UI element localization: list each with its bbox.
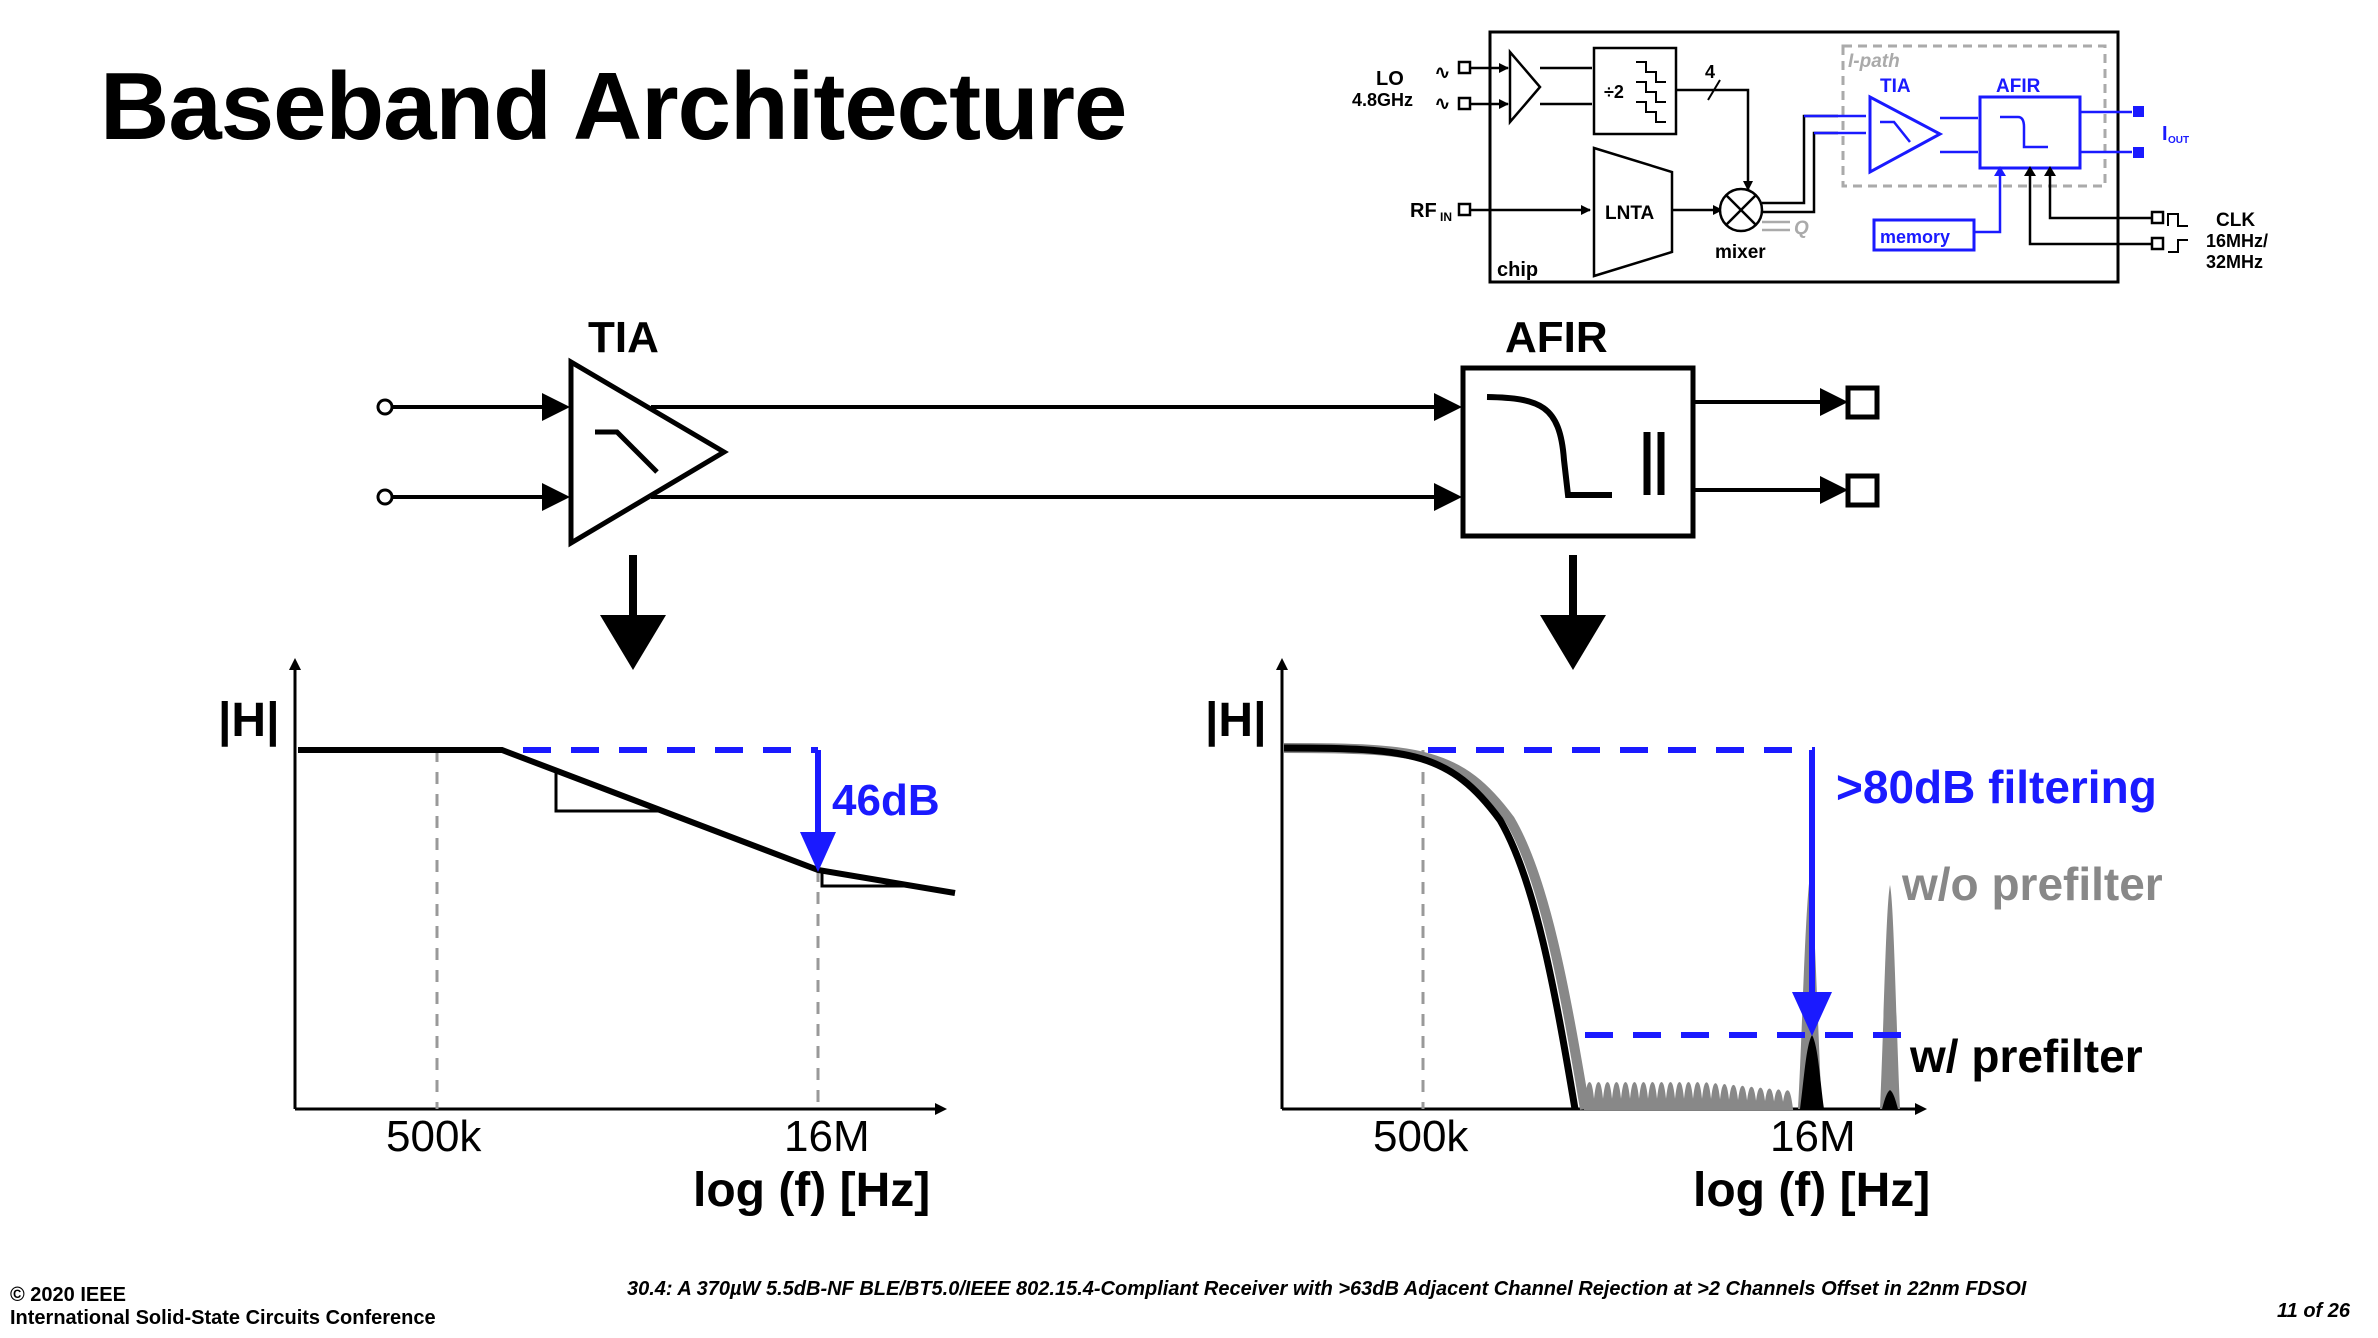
rf-pin [1457,202,1472,217]
rf-label: RF [1410,200,1437,222]
divider-label: ÷2 [1604,82,1624,102]
tia-xtick-16m: 16M [784,1112,870,1161]
clk-freq-1: 16MHz/ [2206,231,2268,251]
clock-phase-icon [1636,61,1666,123]
output-terminal [1845,385,1880,420]
sine-icon: ∿ [1434,62,1451,84]
filtering-arrow-icon [1792,992,1832,1036]
output-terminal [1845,473,1880,508]
afir-response-icon [1486,394,1612,498]
tia-title: TIA [588,313,659,362]
lnta-block [1592,146,1674,278]
slope-triangle [820,872,908,888]
inset-afir-label: AFIR [1996,76,2041,97]
page-number: 11 of 26 [2277,1300,2350,1322]
bus-width-label: 4 [1705,62,1715,82]
attenuation-arrow-icon [800,832,836,872]
clk-pin [2150,236,2165,251]
footer-copyright: © 2020 IEEE International Solid-State Ci… [10,1284,436,1330]
clk-pin [2150,210,2165,225]
ipath-region [1841,44,2107,188]
mixer-label: mixer [1715,242,1766,263]
afir-xtick-500k: 500k [1373,1112,1469,1161]
lnta-label: LNTA [1605,203,1655,224]
clk-freq-2: 32MHz [2206,252,2263,272]
afir-filtering-label: >80dB filtering [1836,761,2157,813]
sine-icon: ∿ [1434,93,1451,115]
ipath-label: I-path [1848,51,1900,72]
tia-ylabel: |H| [218,694,280,747]
inset-tia-label: TIA [1880,76,1911,97]
memory-label: memory [1880,227,1950,247]
iout-pin [2133,147,2144,158]
legend-without-prefilter: w/o prefilter [1901,858,2163,910]
clock-pulse-icon [2168,239,2188,253]
input-terminal [376,398,394,416]
afir-title: AFIR [1505,313,1608,362]
iout-pin [2133,106,2144,117]
down-arrow-icon [1540,615,1606,670]
legend-with-prefilter: w/ prefilter [1909,1030,2143,1082]
copyright-text: © 2020 IEEE [10,1284,126,1306]
chip-label: chip [1497,259,1538,281]
q-path-label: Q [1794,218,1809,239]
tia-xtick-500k: 500k [386,1112,482,1161]
rf-subscript: IN [1440,210,1452,224]
sidelobe-ripples [1583,1082,1794,1110]
iout-subscript: OUT [2168,135,2189,146]
main-signal-path: TIA AFIR [376,313,1880,670]
afir-xlabel: log (f) [Hz] [1693,1164,1930,1217]
afir-xtick-16m: 16M [1770,1112,1856,1161]
lo-pin [1457,96,1472,111]
tia-xlabel: log (f) [Hz] [693,1164,930,1217]
lo-pin [1457,60,1472,75]
tia-response-plot: |H| 46dB 500k 16M log (f) [Hz] [218,658,956,1217]
clk-label: CLK [2216,210,2255,231]
lo-freq: 4.8GHz [1352,90,1413,110]
inset-afir-block [1978,95,2082,170]
spur-with-prefilter [1882,1090,1898,1109]
iout-label: I [2162,123,2168,145]
lowpass-response-icon [595,429,659,474]
slide-title: Baseband Architecture [100,53,1127,160]
memory-block [1872,218,1976,252]
sidelobe-ripple-band [1583,1082,1794,1110]
lo-label: LO [1376,68,1404,90]
slope-triangle [554,770,660,813]
conference-name: International Solid-State Circuits Confe… [10,1307,436,1329]
inset-block-diagram: chip I-path LO 4.8GHz ∿ ∿ ÷2 4 RF IN LNT… [1352,30,2268,284]
tia-amplifier-icon [568,357,729,548]
afir-ylabel: |H| [1205,694,1267,747]
afir-response-plot: |H| >80dB filtering w/o prefilter w/ pre… [1205,658,2163,1217]
spur-with-prefilter [1800,1035,1824,1109]
clock-pulse-icon [2167,213,2188,227]
tia-attenuation-label: 46dB [832,776,940,825]
lo-buffer-icon [1508,48,1542,126]
afir-response-with-prefilter [1283,744,1579,1110]
input-terminal [376,488,394,506]
down-arrow-icon [600,615,666,670]
footer-paper-title: 30.4: A 370µW 5.5dB-NF BLE/BT5.0/IEEE 80… [627,1278,2027,1300]
spur-without-prefilter [1880,885,1900,1109]
